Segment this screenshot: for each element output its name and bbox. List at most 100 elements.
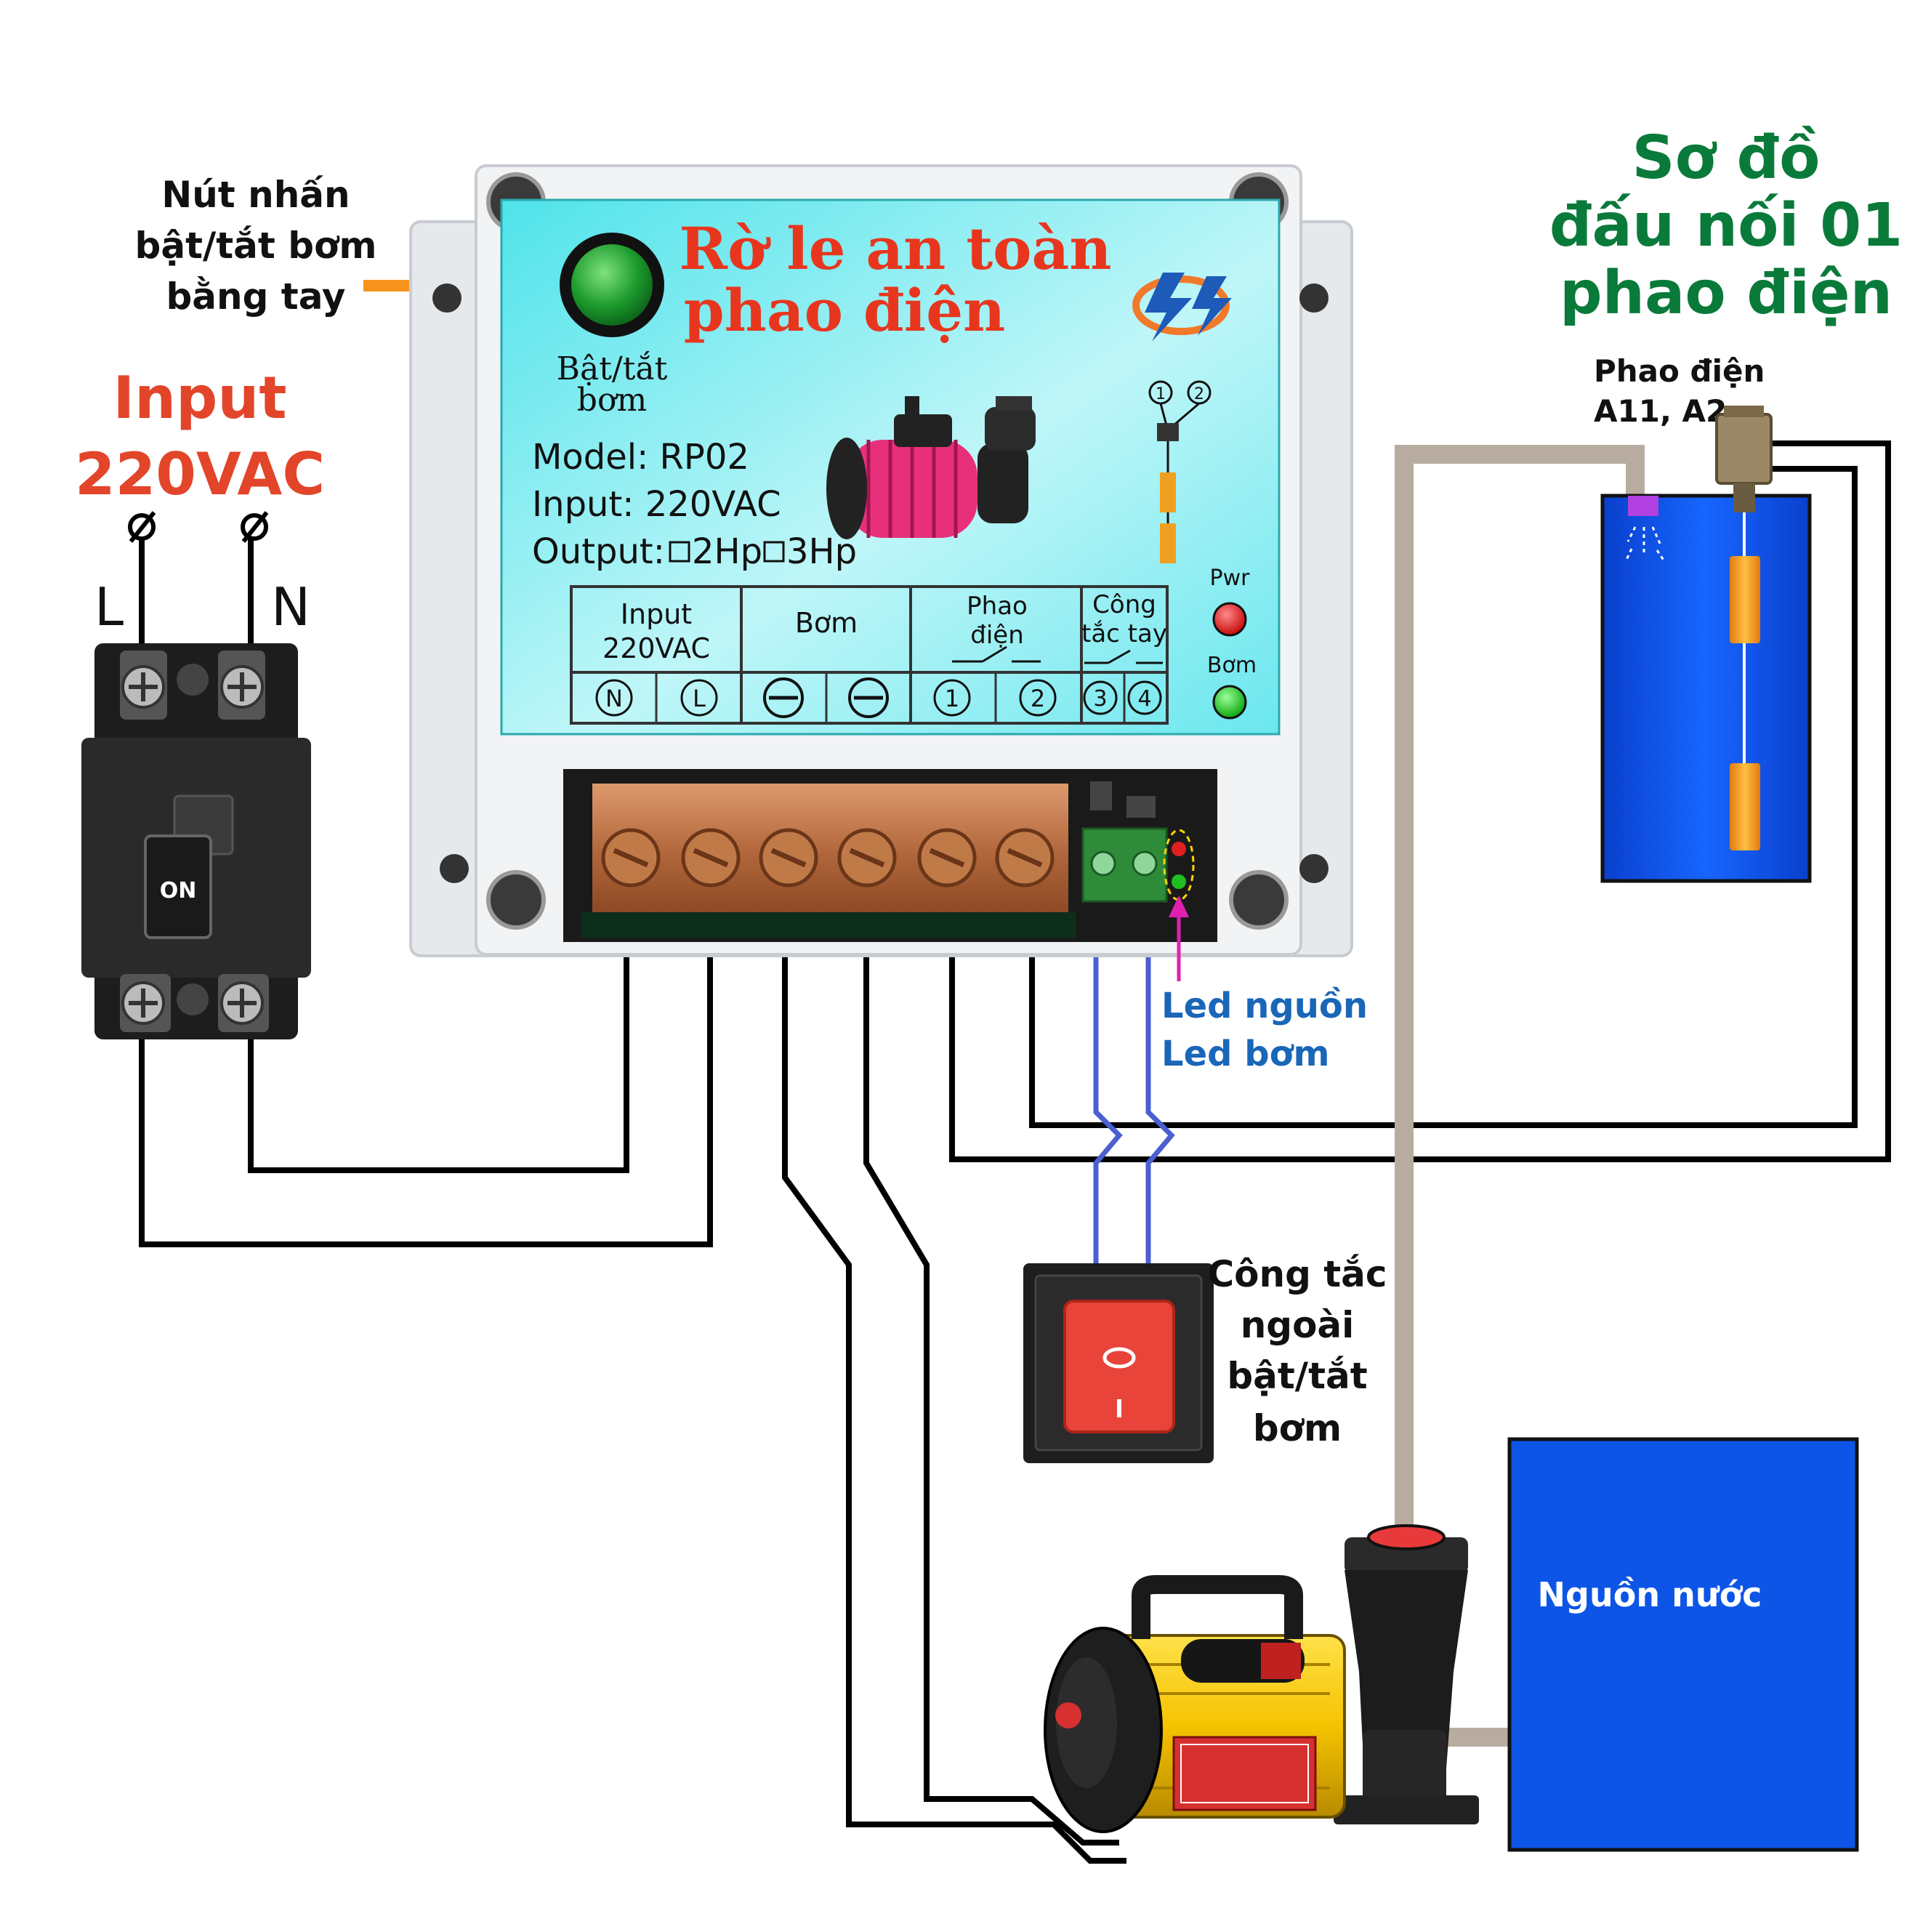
- spec-output: Output: 2Hp 3Hp: [532, 531, 857, 572]
- water-pipe: [1395, 445, 1645, 1563]
- terminal-block-cover: [592, 784, 1068, 925]
- input-label-line-1: Input: [113, 364, 286, 432]
- terminal-l-label: L: [94, 576, 124, 637]
- terminal-1-text: 1: [945, 685, 959, 712]
- float-label-line-1: Phao điện: [1594, 353, 1765, 389]
- terminal-2-icon: [1019, 679, 1057, 717]
- external-switch-note: Công tắc ngoài bật/tắt bơm: [1207, 1253, 1387, 1449]
- title-line-3: phao điện: [1560, 259, 1892, 328]
- float-upper-icon: [1730, 556, 1760, 643]
- pump-illustration-icon: [826, 396, 1036, 539]
- rocker-off-icon: [1102, 1347, 1136, 1369]
- wire-switch-3: [1093, 909, 1123, 1265]
- input-label: Input 220VAC: [75, 364, 325, 508]
- wire-pump-2: [863, 927, 1119, 1846]
- board-led-red-icon: [1172, 842, 1186, 856]
- brand-logo-icon: [1132, 273, 1232, 342]
- title-line-2: đấu nối 01: [1549, 191, 1903, 260]
- legend-terminal-1: 1: [1156, 385, 1166, 403]
- relay-title-line-1: Rờ le an toàn: [680, 214, 1112, 283]
- float-lower-icon: [1730, 763, 1760, 850]
- terminal-3-icon: [1083, 680, 1118, 715]
- led-pwr-label: Pwr: [1210, 565, 1251, 591]
- external-note-line-1: Công tắc: [1207, 1253, 1387, 1295]
- terminal-pump-b-icon: [848, 677, 889, 718]
- spec-model: Model: RP02: [532, 437, 749, 478]
- wire-pump-1: [782, 927, 1126, 1864]
- led-bom-icon: [1212, 685, 1247, 720]
- terminal-n-text: N: [605, 685, 623, 712]
- wire-breaker-l: [139, 927, 713, 1247]
- led-bom-label: Bơm: [1207, 653, 1257, 678]
- led-note: Led nguồn Led bơm: [1161, 986, 1368, 1074]
- group-switch-line-2: tắc tay: [1081, 619, 1167, 648]
- spec-input: Input: 220VAC: [532, 484, 781, 525]
- external-switch: [1023, 1263, 1214, 1463]
- relay-title-line-2: phao điện: [684, 276, 1006, 345]
- water-source-body: [1507, 1437, 1859, 1852]
- led-pointer-arrow-icon: [1169, 895, 1189, 981]
- side-hole-icon: [432, 283, 461, 313]
- group-switch-line-1: Công: [1092, 590, 1156, 619]
- terminal-l-text: L: [693, 685, 706, 712]
- terminal-n-icon: [595, 679, 633, 717]
- wire-float-2: [1029, 466, 1858, 1128]
- external-note-line-2: ngoài: [1241, 1304, 1355, 1346]
- group-float-line-1: Phao: [967, 592, 1028, 621]
- circuit-breaker: ON: [81, 643, 311, 1039]
- water-pump: [1044, 1524, 1479, 1833]
- terminal-3-text: 3: [1093, 686, 1107, 712]
- terminal-table: Input 220VAC Bơm Phao điện Công tắc tay …: [570, 585, 1169, 725]
- wire-breaker-n: [248, 927, 629, 1173]
- diagram-title: Sơ đồ đấu nối 01 phao điện: [1549, 124, 1903, 328]
- relay-module: Rờ le an toàn phao điện Bật/tắt bơm Mode…: [409, 164, 1353, 957]
- led-pwr-icon: [1212, 602, 1247, 637]
- float-label-line-2: A11, A2: [1594, 393, 1727, 429]
- manual-note-line-2: bật/tắt bơm: [135, 225, 377, 267]
- group-float-line-2: điện: [970, 621, 1024, 650]
- spec-output-prefix: Output:: [532, 531, 665, 572]
- breaker-on-label: ON: [160, 878, 197, 903]
- terminal-2-text: 2: [1031, 685, 1045, 712]
- water-source-tank: Nguồn nước: [1507, 1437, 1859, 1852]
- terminal-pump-a-icon: [763, 677, 804, 718]
- output-checkbox-2hp: [669, 541, 690, 563]
- external-note-line-3: bật/tắt: [1227, 1355, 1367, 1397]
- group-pump: Bơm: [795, 607, 858, 639]
- pipe-outlet-icon: [1628, 496, 1658, 516]
- spec-output-2hp: 2Hp: [692, 531, 762, 572]
- input-label-line-2: 220VAC: [75, 440, 325, 508]
- title-line-1: Sơ đồ: [1632, 124, 1821, 193]
- water-source-label: Nguồn nước: [1538, 1575, 1762, 1614]
- terminal-l-icon: [680, 679, 718, 717]
- upper-tank: [1600, 406, 1812, 883]
- supply-terminals: L N: [94, 511, 310, 637]
- float-switch-head: [1715, 413, 1773, 485]
- wire-switch-4: [1145, 909, 1175, 1265]
- side-hole-icon: [440, 854, 469, 883]
- mount-hole-icon: [1229, 870, 1289, 930]
- upper-tank-body: [1600, 494, 1812, 883]
- terminal-1-icon: [933, 679, 971, 717]
- terminal-4-text: 4: [1137, 686, 1151, 712]
- led-note-line-2: Led bơm: [1161, 1034, 1330, 1074]
- float-legend-icon: 1 2: [1148, 380, 1212, 563]
- side-hole-icon: [1299, 854, 1329, 883]
- mount-hole-icon: [486, 870, 546, 930]
- float-label: Phao điện A11, A2: [1594, 353, 1765, 429]
- group-input-line-1: Input: [621, 598, 692, 630]
- breaker-toggle[interactable]: [144, 834, 212, 939]
- output-checkbox-3hp: [763, 541, 785, 563]
- external-note-line-4: bơm: [1253, 1407, 1342, 1449]
- legend-terminal-2: 2: [1194, 385, 1204, 403]
- manual-note-line-1: Nút nhấn: [161, 174, 350, 216]
- side-hole-icon: [1299, 283, 1329, 313]
- led-note-line-1: Led nguồn: [1161, 986, 1368, 1026]
- manual-note-line-3: bằng tay: [166, 275, 345, 318]
- group-input-line-2: 220VAC: [602, 632, 710, 664]
- terminal-n-label: N: [271, 576, 310, 637]
- board-led-green-icon: [1172, 874, 1186, 889]
- terminal-4-icon: [1127, 680, 1162, 715]
- manual-toggle-button[interactable]: [571, 244, 653, 326]
